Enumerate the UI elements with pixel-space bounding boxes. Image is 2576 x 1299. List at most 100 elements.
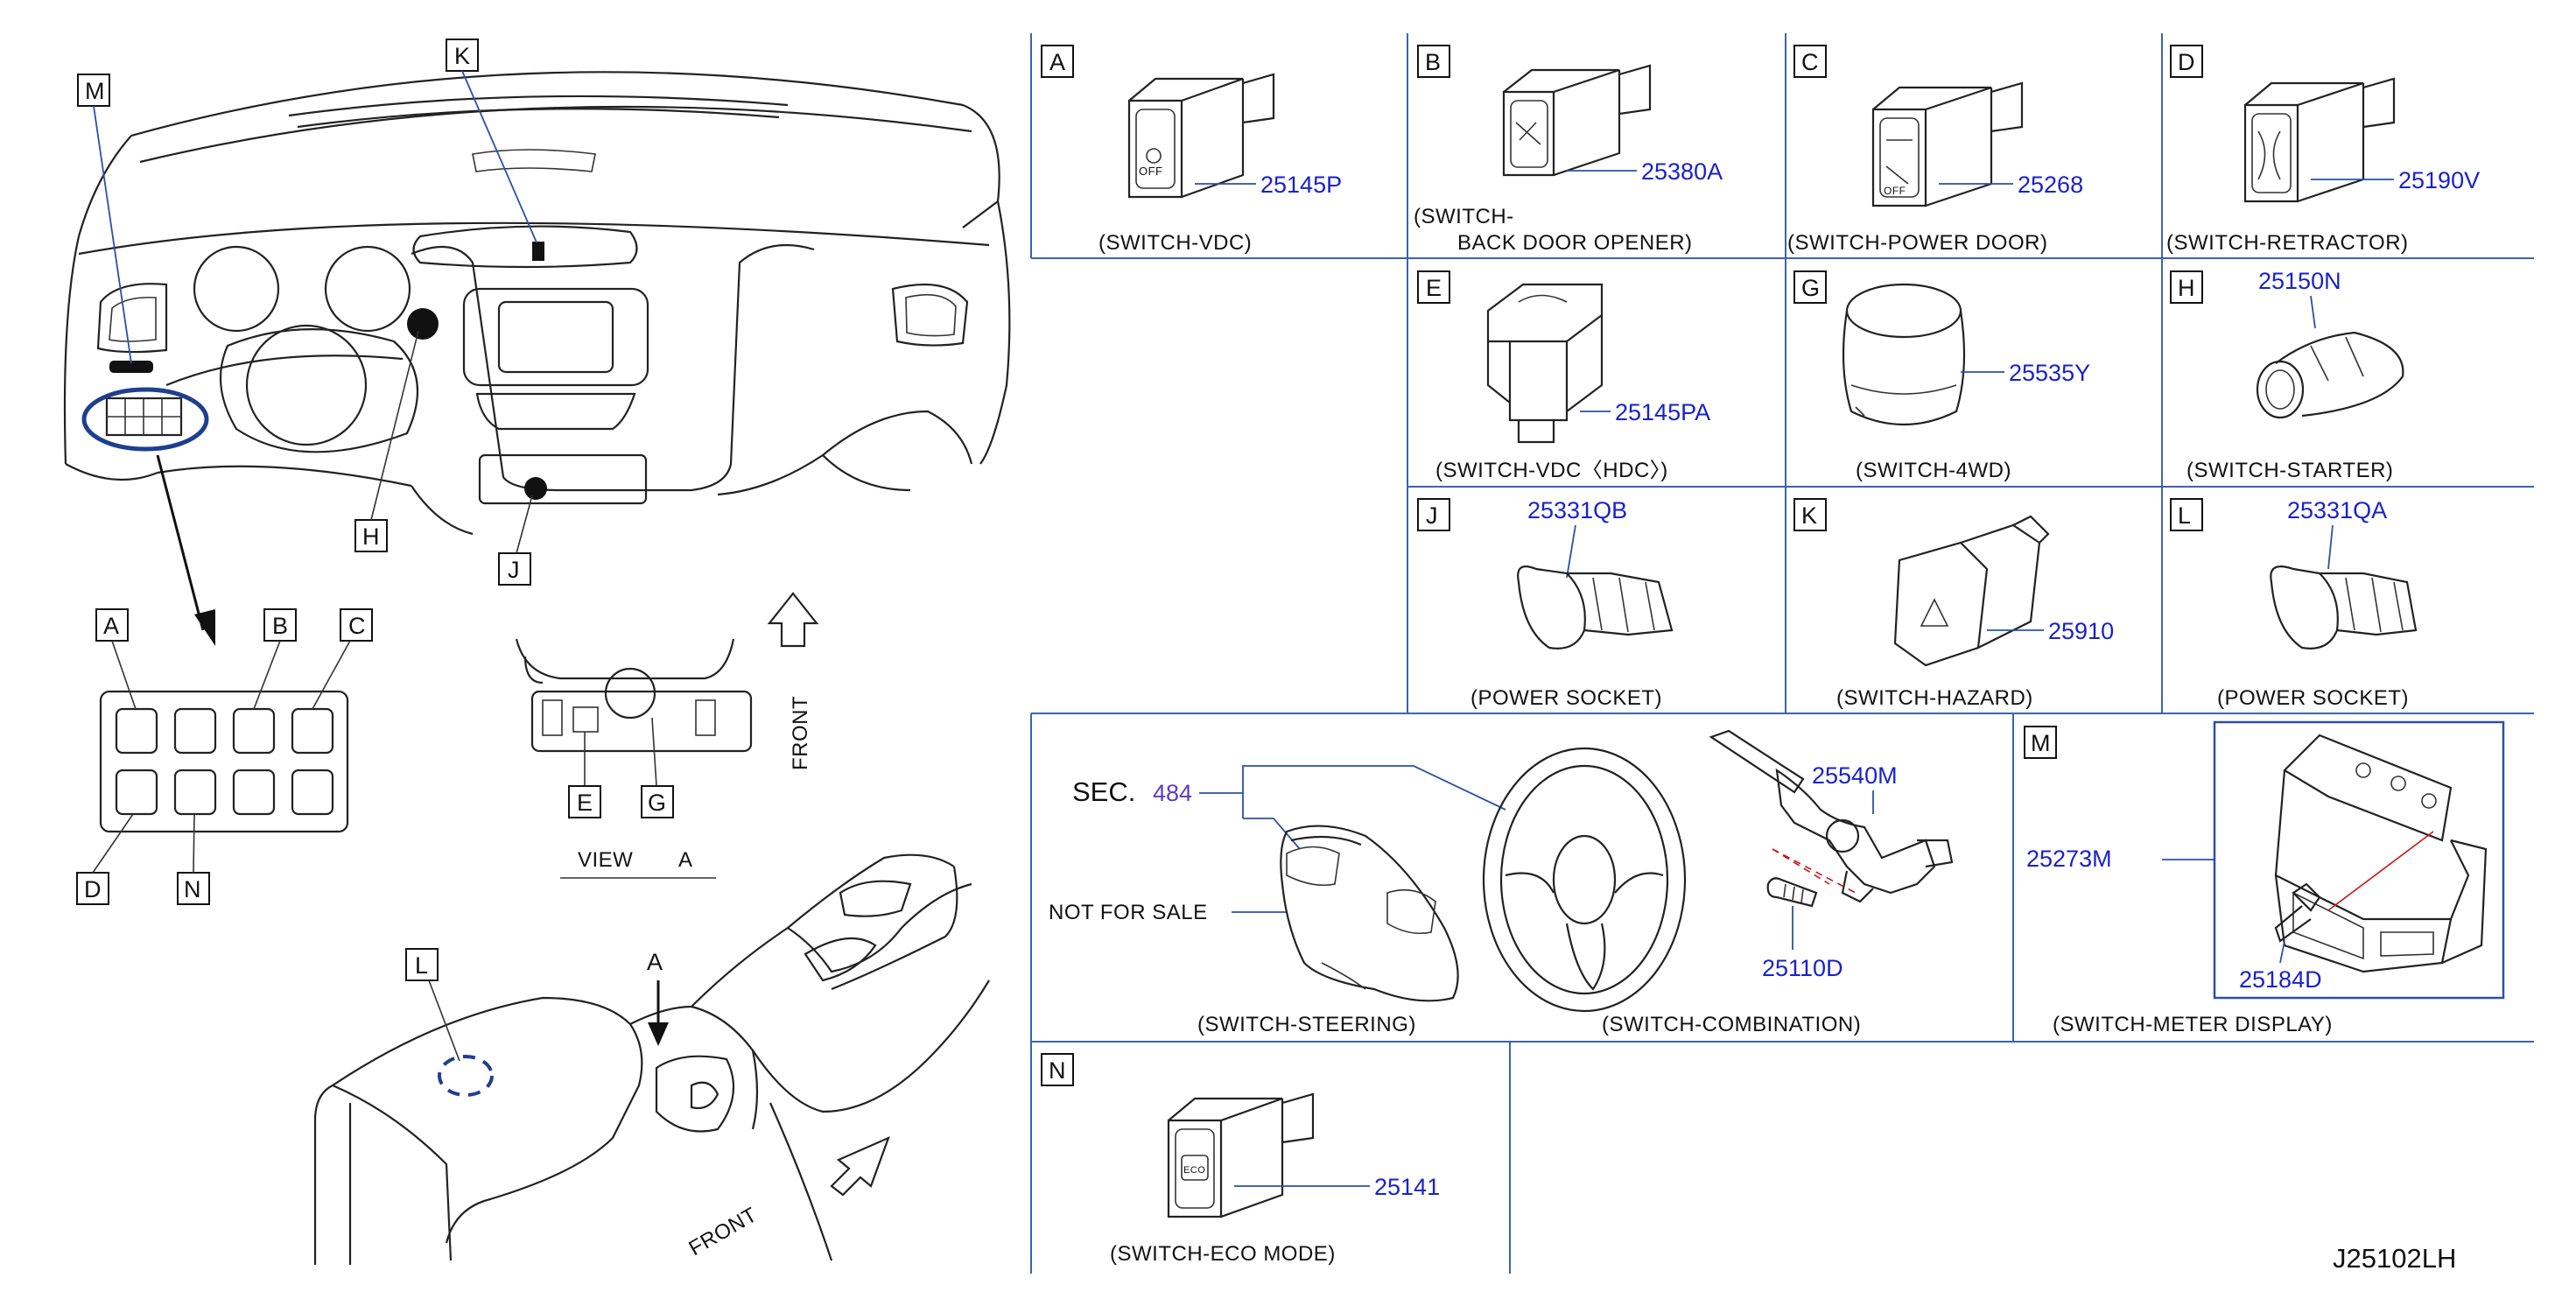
svg-text:H: H [362, 523, 380, 550]
view-a-drawing [515, 638, 753, 879]
panel-m-switch-meter-display: M 25273M 25184D (SWITCH-METER DISPLAY) [2024, 720, 2505, 1036]
svg-text:(SWITCH-: (SWITCH- [1414, 205, 1514, 228]
svg-text:N: N [184, 876, 201, 902]
svg-text:A: A [103, 613, 119, 639]
svg-text:25273M: 25273M [2026, 846, 2112, 872]
svg-text:C: C [348, 613, 366, 639]
svg-text:(SWITCH-VDC): (SWITCH-VDC) [1098, 231, 1252, 255]
svg-text:(SWITCH-ECO MODE): (SWITCH-ECO MODE) [1110, 1242, 1336, 1266]
callout-grid-A: A [95, 608, 137, 710]
svg-text:K: K [1801, 502, 1817, 529]
callout-J: J [498, 495, 533, 586]
svg-text:B: B [272, 613, 288, 639]
switch-grid-drawing [99, 690, 349, 833]
diagram-code: J25102LH [2333, 1243, 2456, 1274]
svg-text:D: D [2178, 49, 2195, 75]
svg-text:G: G [1801, 275, 1820, 301]
svg-text:25540M: 25540M [1812, 762, 1898, 789]
svg-text:L: L [415, 952, 428, 979]
panel-c-switch-power-door: C OFF 25268 (SWITCH-POWER DOOR) [1787, 45, 2083, 255]
svg-text:L: L [2178, 502, 2191, 529]
callout-E: E [568, 785, 601, 818]
svg-text:D: D [84, 876, 102, 902]
svg-text:E: E [577, 790, 593, 816]
svg-text:OFF: OFF [1884, 185, 1906, 197]
panel-a-switch-vdc: A OFF 25145P (SWITCH-VDC) [1041, 45, 1342, 255]
view-arrow-a-label: A [647, 949, 663, 975]
callout-grid-C: C [312, 608, 373, 710]
svg-text:(SWITCH-RETRACTOR): (SWITCH-RETRACTOR) [2166, 231, 2409, 255]
svg-text:BACK DOOR OPENER): BACK DOOR OPENER) [1457, 231, 1693, 255]
svg-text:OFF: OFF [1139, 165, 1163, 178]
svg-text:(SWITCH-COMBINATION): (SWITCH-COMBINATION) [1602, 1013, 1861, 1036]
front-arrow-upper: FRONT [767, 592, 819, 770]
svg-text:25145P: 25145P [1260, 172, 1342, 198]
svg-text:25380A: 25380A [1641, 158, 1723, 185]
panel-j-power-socket: J 25331QB (POWER SOCKET) [1417, 497, 1674, 710]
svg-text:E: E [1426, 275, 1442, 301]
callout-M: M [77, 74, 132, 364]
panel-d-switch-retractor: D 25190V (SWITCH-RETRACTOR) [2166, 45, 2480, 255]
svg-text:G: G [648, 790, 666, 816]
svg-text:(SWITCH-METER DISPLAY): (SWITCH-METER DISPLAY) [2053, 1013, 2333, 1036]
svg-text:A: A [678, 848, 693, 872]
svg-text:K: K [454, 43, 470, 69]
svg-text:A: A [1049, 49, 1065, 75]
svg-text:FRONT: FRONT [789, 696, 812, 770]
svg-text:B: B [1425, 49, 1441, 75]
svg-text:25535Y: 25535Y [2009, 360, 2090, 386]
panel-steering-combination: SEC. 484 NOT FOR SALE 25540M [1049, 729, 1954, 1036]
front-arrow-lower: FRONT [685, 1135, 890, 1260]
callout-grid-N: N [177, 813, 210, 905]
svg-text:(SWITCH-HAZARD): (SWITCH-HAZARD) [1836, 686, 2033, 710]
callout-H: H [354, 330, 419, 552]
panel-g-switch-4wd: G 25535Y (SWITCH-4WD) [1793, 270, 2090, 482]
dashboard-drawing [63, 71, 1011, 646]
svg-text:J: J [508, 557, 520, 583]
svg-text:N: N [1049, 1057, 1066, 1084]
svg-text:(SWITCH-4WD): (SWITCH-4WD) [1856, 459, 2011, 482]
callout-L: L [405, 948, 460, 1062]
svg-text:(SWITCH-POWER DOOR): (SWITCH-POWER DOOR) [1787, 231, 2047, 255]
svg-text:(SWITCH-VDC〈HDC〉): (SWITCH-VDC〈HDC〉) [1435, 459, 1668, 482]
svg-text:25331QA: 25331QA [2287, 497, 2387, 523]
panel-b-switch-back-door-opener: B 25380A (SWITCH- BACK DOOR OPENER) [1414, 45, 1723, 255]
callout-grid-B: B [253, 608, 297, 710]
view-a-label: VIEW A [578, 848, 693, 872]
svg-text:25184D: 25184D [2239, 966, 2322, 993]
svg-text:M: M [2031, 730, 2051, 756]
svg-text:25150N: 25150N [2258, 268, 2341, 294]
svg-text:NOT FOR SALE: NOT FOR SALE [1049, 901, 1208, 924]
panel-h-switch-starter: H 25150N (SWITCH-STARTER) [2170, 268, 2404, 482]
callout-grid-D: D [76, 813, 134, 905]
svg-text:J: J [1426, 502, 1438, 529]
svg-text:C: C [1801, 49, 1819, 75]
panel-e-switch-vdc-hdc: E 25145PA (SWITCH-VDC〈HDC〉) [1417, 270, 1710, 482]
svg-text:25268: 25268 [2018, 172, 2083, 198]
panel-k-switch-hazard: K 25910 (SWITCH-HAZARD) [1793, 498, 2114, 710]
svg-text:25331QB: 25331QB [1527, 497, 1627, 523]
svg-text:H: H [2178, 275, 2195, 301]
svg-text:ECO: ECO [1183, 1165, 1205, 1176]
svg-text:(POWER SOCKET): (POWER SOCKET) [2217, 686, 2409, 710]
svg-text:25190V: 25190V [2398, 167, 2480, 193]
svg-text:484: 484 [1153, 780, 1192, 806]
callout-G: G [641, 785, 674, 818]
panel-l-power-socket: L 25331QA (POWER SOCKET) [2170, 497, 2418, 710]
parts-grid-lines [1030, 33, 2534, 1274]
svg-text:25145PA: 25145PA [1615, 399, 1710, 425]
svg-text:VIEW: VIEW [578, 848, 633, 872]
svg-text:SEC.: SEC. [1072, 776, 1135, 807]
svg-text:FRONT: FRONT [685, 1203, 762, 1260]
svg-text:25910: 25910 [2048, 618, 2114, 644]
svg-text:(POWER SOCKET): (POWER SOCKET) [1470, 686, 1662, 710]
svg-text:M: M [85, 78, 105, 104]
svg-text:(SWITCH-STARTER): (SWITCH-STARTER) [2186, 459, 2393, 482]
svg-text:25141: 25141 [1374, 1174, 1440, 1200]
panel-n-switch-eco-mode: N ECO 25141 (SWITCH-ECO MODE) [1041, 1053, 1440, 1266]
console-drawing [313, 853, 990, 1265]
svg-text:25110D: 25110D [1762, 955, 1843, 981]
svg-text:(SWITCH-STEERING): (SWITCH-STEERING) [1197, 1013, 1416, 1036]
callout-K: K [446, 39, 537, 243]
